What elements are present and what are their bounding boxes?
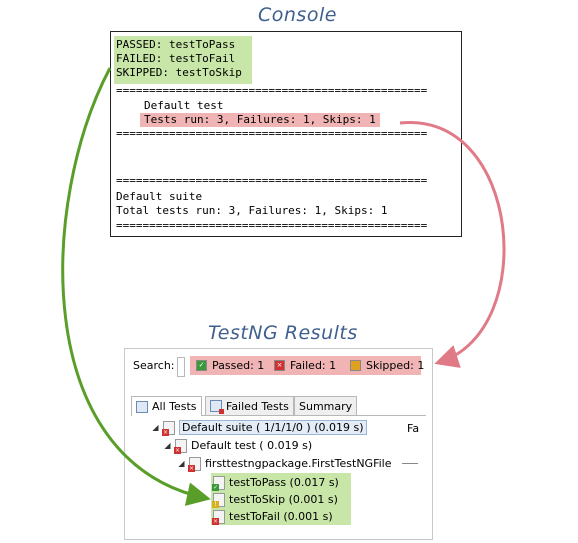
method-label: testToPass (0.017 s) [229,476,339,489]
results-tabs: All Tests Failed Tests Summary [131,396,426,416]
method-pass-icon: ✓ [212,475,225,491]
search-input[interactable] [177,357,185,377]
method-fail-icon: × [212,509,225,525]
console-line-skipped: SKIPPED: testToSkip [116,66,242,79]
tree-row-test-to-skip[interactable]: ! testToSkip (0.001 s) [212,492,338,508]
failed-count: Failed: 1 [290,359,337,372]
failed-tree-icon [210,400,224,414]
console-panel: PASSED: testToPass FAILED: testToFail SK… [110,31,462,237]
tree-row-test-to-pass[interactable]: ✓ testToPass (0.017 s) [212,475,339,491]
console-default-test: Default test [144,99,224,112]
tree-icon [136,400,148,413]
failed-icon: × [274,360,285,371]
tab-label: Summary [299,399,353,413]
suite-label: Default suite ( 1/1/1/0 ) (0.019 s) [179,420,367,435]
red-arrow [399,121,506,368]
methods-highlight [211,473,351,525]
console-separator: ========================================… [116,174,428,187]
class-fail-icon: × [188,456,201,472]
console-line-passed: PASSED: testToPass [116,38,236,51]
divider [402,463,418,464]
tree-row-test[interactable]: ◢ × Default test ( 0.019 s) [163,438,313,454]
method-skip-icon: ! [212,492,225,508]
failed-summary: × Failed: 1 [274,359,336,372]
passed-icon: ✓ [196,360,207,371]
method-label: testToSkip (0.001 s) [229,493,338,506]
console-tests-run: Tests run: 3, Failures: 1, Skips: 1 [140,113,380,127]
tree-row-class[interactable]: ◢ × firsttestngpackage.FirstTestNGFile [177,456,392,472]
green-arrow [61,67,211,506]
tree-row-suite[interactable]: ◢ × Default suite ( 1/1/1/0 ) (0.019 s) [151,420,367,436]
results-heading: TestNG Results [208,322,358,344]
console-separator: ========================================… [116,84,428,97]
testng-results-panel: Search: ✓ Passed: 1 × Failed: 1 Skipped:… [124,348,433,540]
skipped-icon [350,360,361,371]
search-label: Search: [133,359,175,372]
tab-all-tests[interactable]: All Tests [131,396,202,416]
console-total-tests: Total tests run: 3, Failures: 1, Skips: … [116,204,388,217]
console-line-failed: FAILED: testToFail [116,52,236,65]
tab-summary[interactable]: Summary [294,396,358,415]
class-label: firsttestngpackage.FirstTestNGFile [205,457,392,470]
skipped-count: Skipped: 1 [366,359,425,372]
collapse-arrow-icon[interactable]: ◢ [164,441,171,450]
test-label: Default test ( 0.019 s) [191,439,313,452]
tab-label: Failed Tests [226,399,289,413]
collapse-arrow-icon[interactable]: ◢ [178,459,185,468]
suite-fail-icon: × [162,420,175,436]
console-separator: ========================================… [116,219,428,232]
console-heading: Console [258,4,337,26]
status-highlight [114,36,252,84]
passed-summary: ✓ Passed: 1 [196,359,264,372]
tab-failed-tests[interactable]: Failed Tests [205,396,294,415]
console-separator: ========================================… [116,127,428,140]
method-label: testToFail (0.001 s) [229,510,333,523]
test-fail-icon: × [174,438,187,454]
console-default-suite: Default suite [116,190,203,203]
tree-row-test-to-fail[interactable]: × testToFail (0.001 s) [212,509,333,525]
passed-count: Passed: 1 [212,359,265,372]
summary-bar: ✓ Passed: 1 × Failed: 1 Skipped: 1 [190,356,424,375]
skipped-summary: Skipped: 1 [350,359,424,372]
tab-label: All Tests [152,400,197,413]
suite-trailing-text: Fa [407,422,420,435]
collapse-arrow-icon[interactable]: ◢ [152,423,159,432]
